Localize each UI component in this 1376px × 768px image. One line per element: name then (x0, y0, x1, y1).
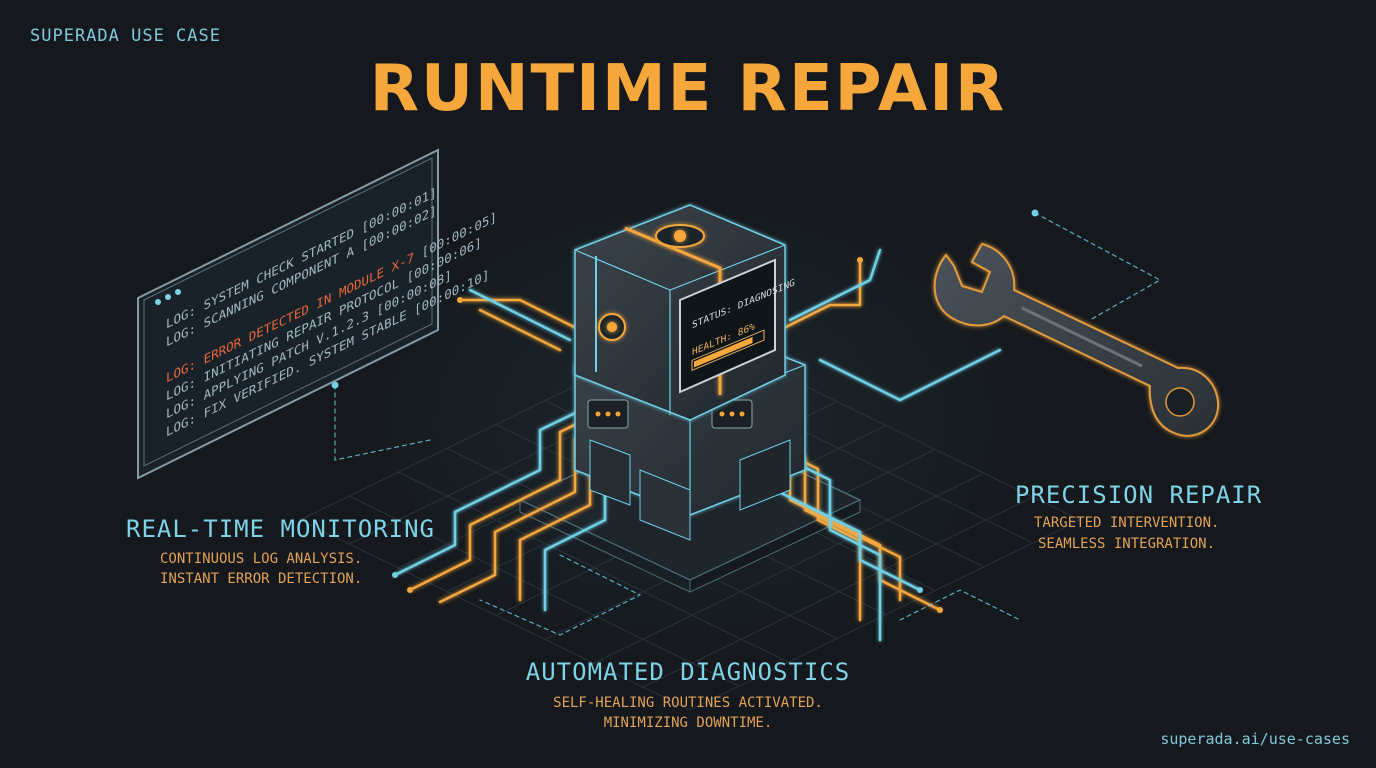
page-title: RUNTIME REPAIR (369, 52, 1007, 126)
brand-label: SUPERADA USE CASE (30, 26, 221, 46)
health-bar-fill (694, 336, 753, 368)
feature-repair-line1: TARGETED INTERVENTION. (1034, 515, 1220, 531)
log-terminal (137, 148, 439, 480)
wrench-icon (933, 242, 1220, 437)
feature-repair-line2: SEAMLESS INTEGRATION. (1038, 536, 1216, 552)
footer-url: superada.ai/use-cases (1160, 730, 1350, 748)
feature-repair-title: PRECISION REPAIR (1015, 481, 1263, 509)
feature-diagnostics-title: AUTOMATED DIAGNOSTICS (525, 658, 851, 686)
feature-monitoring-line1: CONTINUOUS LOG ANALYSIS. (160, 551, 363, 567)
feature-monitoring-title: REAL-TIME MONITORING (126, 515, 435, 543)
feature-monitoring-line2: INSTANT ERROR DETECTION. (160, 571, 363, 587)
feature-diagnostics-line1: SELF-HEALING ROUTINES ACTIVATED. (553, 695, 823, 711)
repair-device (574, 204, 806, 541)
log-lines: LOG: SYSTEM CHECK STARTED [00:00:01] LOG… (166, 186, 497, 441)
health-bar-track (691, 329, 765, 372)
feature-diagnostics-line2: MINIMIZING DOWNTIME. (603, 715, 773, 731)
